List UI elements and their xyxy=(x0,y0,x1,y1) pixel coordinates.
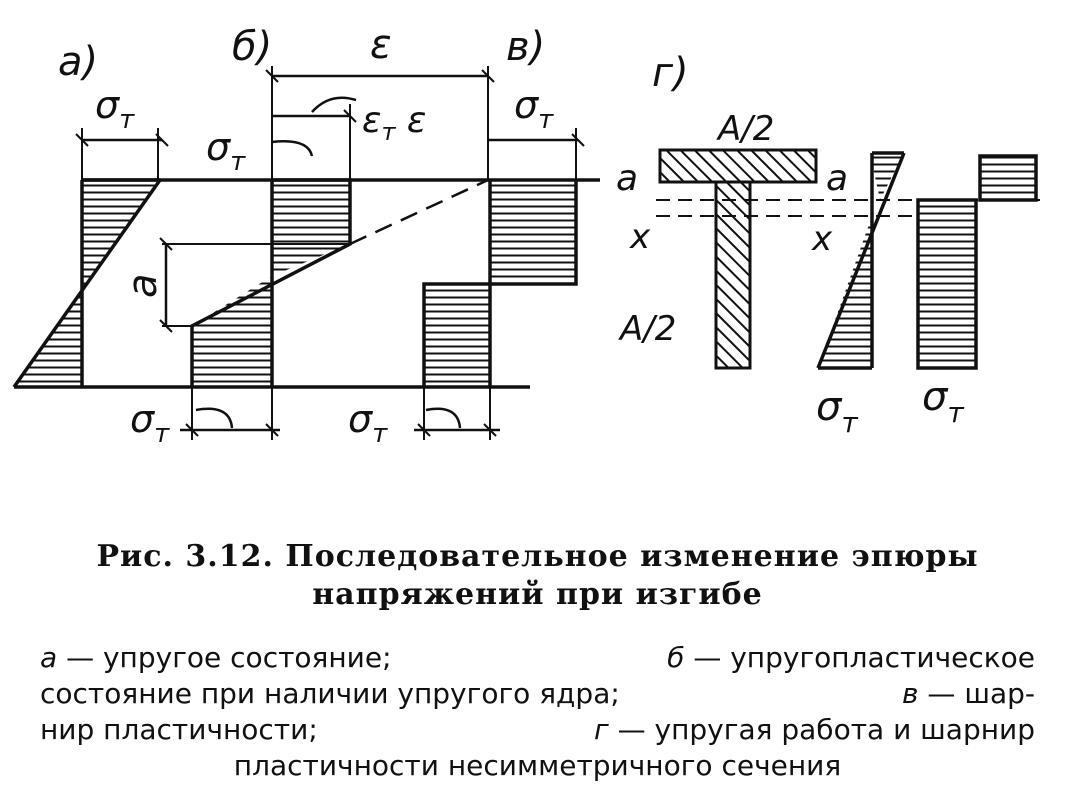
sigma-t-label-g-elastic: σт xyxy=(816,384,858,439)
figure-caption-title: Рис. 3.12. Последовательное изменение эп… xyxy=(96,539,979,574)
legend-item-v: в — шар- xyxy=(902,677,1035,710)
panel-b-elastoplastic: б) ε εт ε σт a xyxy=(120,22,495,449)
figure-legend: а — упругое состояние; б — упругопластич… xyxy=(40,640,1035,784)
legend-item-g: г — упругая работа и шарнир xyxy=(594,713,1035,746)
panel-v-label: в) xyxy=(506,24,545,70)
panel-a-label: а) xyxy=(58,39,98,85)
stress-diagram-figure: а) σт б) ε εт ε xyxy=(12,22,1040,449)
legend-text-core: состояние при наличии упругого ядра; xyxy=(40,677,620,710)
legend-line-1: а — упругое состояние; б — упругопластич… xyxy=(40,640,1035,676)
axis-a-right-label: a xyxy=(826,158,848,199)
panel-g-t-section: г) A/2 A/2 a a x x σт σт xyxy=(616,50,1040,439)
sigma-t-label-v-top: σт xyxy=(514,83,554,135)
axis-a-left-label: a xyxy=(616,158,638,199)
dimension-a-label: a xyxy=(120,273,166,298)
half-area-bottom-label: A/2 xyxy=(618,309,676,349)
panel-v-plastic-hinge: в) σт σт xyxy=(348,24,585,449)
legend-line-4: пластичности несимметричного сечения xyxy=(233,749,842,782)
legend-text-hinge: нир пластичности; xyxy=(40,713,318,746)
sigma-t-label-v-bottom: σт xyxy=(348,397,388,449)
sigma-t-label-g-plastic: σт xyxy=(922,374,964,429)
legend-item-b: б — упругопластическое xyxy=(667,641,1035,674)
figure-caption-subtitle: напряжений при изгибе xyxy=(312,577,763,612)
eps-t-eps-label: εт ε xyxy=(362,100,426,146)
half-area-top-label: A/2 xyxy=(716,109,774,149)
axis-x-left-label: x xyxy=(629,217,651,257)
panel-b-label: б) xyxy=(232,24,272,70)
sigma-t-label-b-top: σт xyxy=(206,125,246,177)
axis-x-right-label: x xyxy=(811,219,833,259)
panel-a-elastic: а) σт xyxy=(12,39,169,389)
sigma-t-label-b-bottom: σт xyxy=(130,397,170,449)
legend-line-3: нир пластичности; г — упругая работа и ш… xyxy=(40,712,1035,748)
sigma-t-label-a: σт xyxy=(95,83,135,135)
epsilon-label: ε xyxy=(370,22,392,68)
panel-g-label: г) xyxy=(652,50,689,96)
legend-line-2: состояние при наличии упругого ядра; в —… xyxy=(40,676,1035,712)
legend-item-a: а — упругое состояние; xyxy=(40,641,392,674)
